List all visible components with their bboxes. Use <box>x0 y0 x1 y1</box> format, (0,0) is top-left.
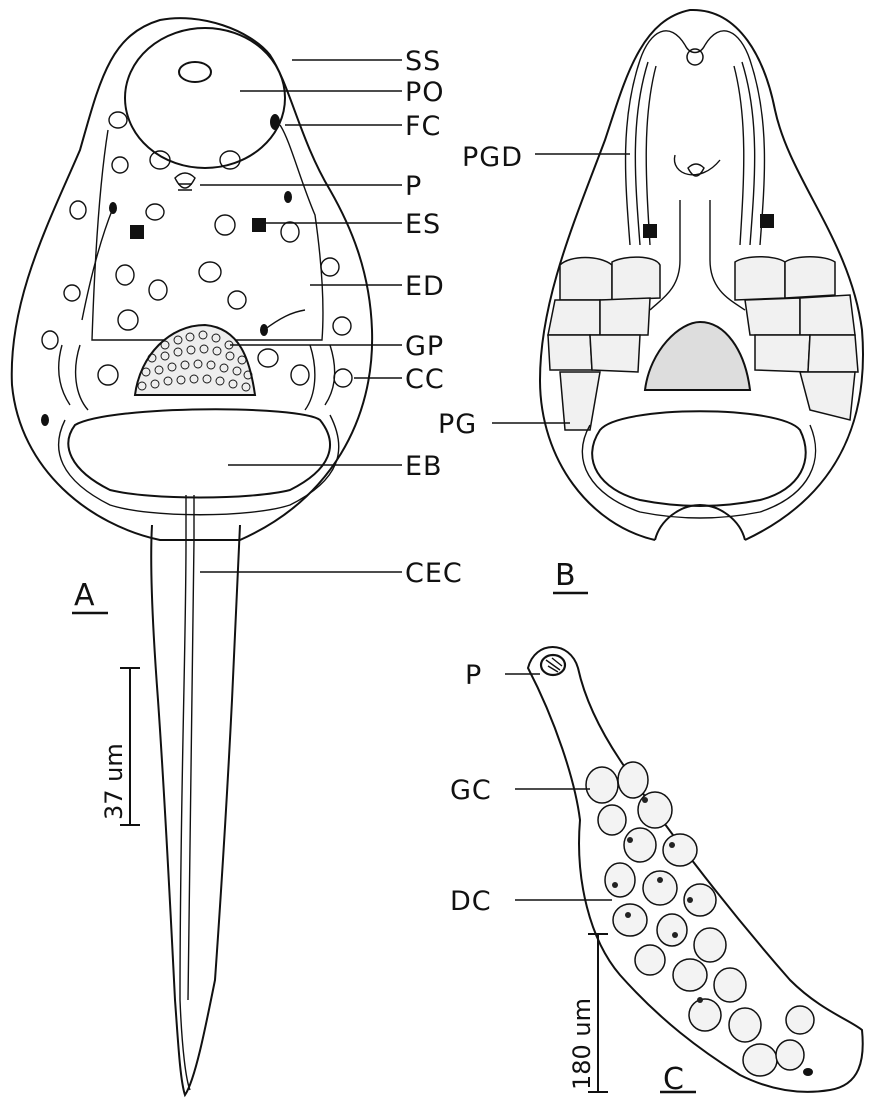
label-gc: GC <box>450 775 492 806</box>
label-cc: CC <box>405 364 445 395</box>
scale-bar-c-label: 180 um <box>568 998 596 1090</box>
label-pgd: PGD <box>462 142 523 173</box>
panel-b-drawing <box>540 10 863 593</box>
label-gp: GP <box>405 331 444 362</box>
label-ed: ED <box>405 271 445 302</box>
panel-label-b: B <box>555 558 576 593</box>
panel-a-drawing <box>12 18 372 1095</box>
label-p-a: P <box>405 171 422 202</box>
daughter-cells <box>586 762 814 1076</box>
label-pg: PG <box>438 409 477 440</box>
label-fc: FC <box>405 111 441 142</box>
panel-label-c: C <box>663 1062 684 1097</box>
penetration-organ <box>125 28 285 168</box>
scale-bar-a-label: 37 um <box>100 743 128 820</box>
label-es: ES <box>405 209 441 240</box>
label-cec: CEC <box>405 558 463 589</box>
label-eb: EB <box>405 451 443 482</box>
label-p-c: P <box>465 660 482 691</box>
label-po: PO <box>405 77 445 108</box>
panel-label-a: A <box>74 578 95 613</box>
label-ss: SS <box>405 46 441 77</box>
label-dc: DC <box>450 886 492 917</box>
